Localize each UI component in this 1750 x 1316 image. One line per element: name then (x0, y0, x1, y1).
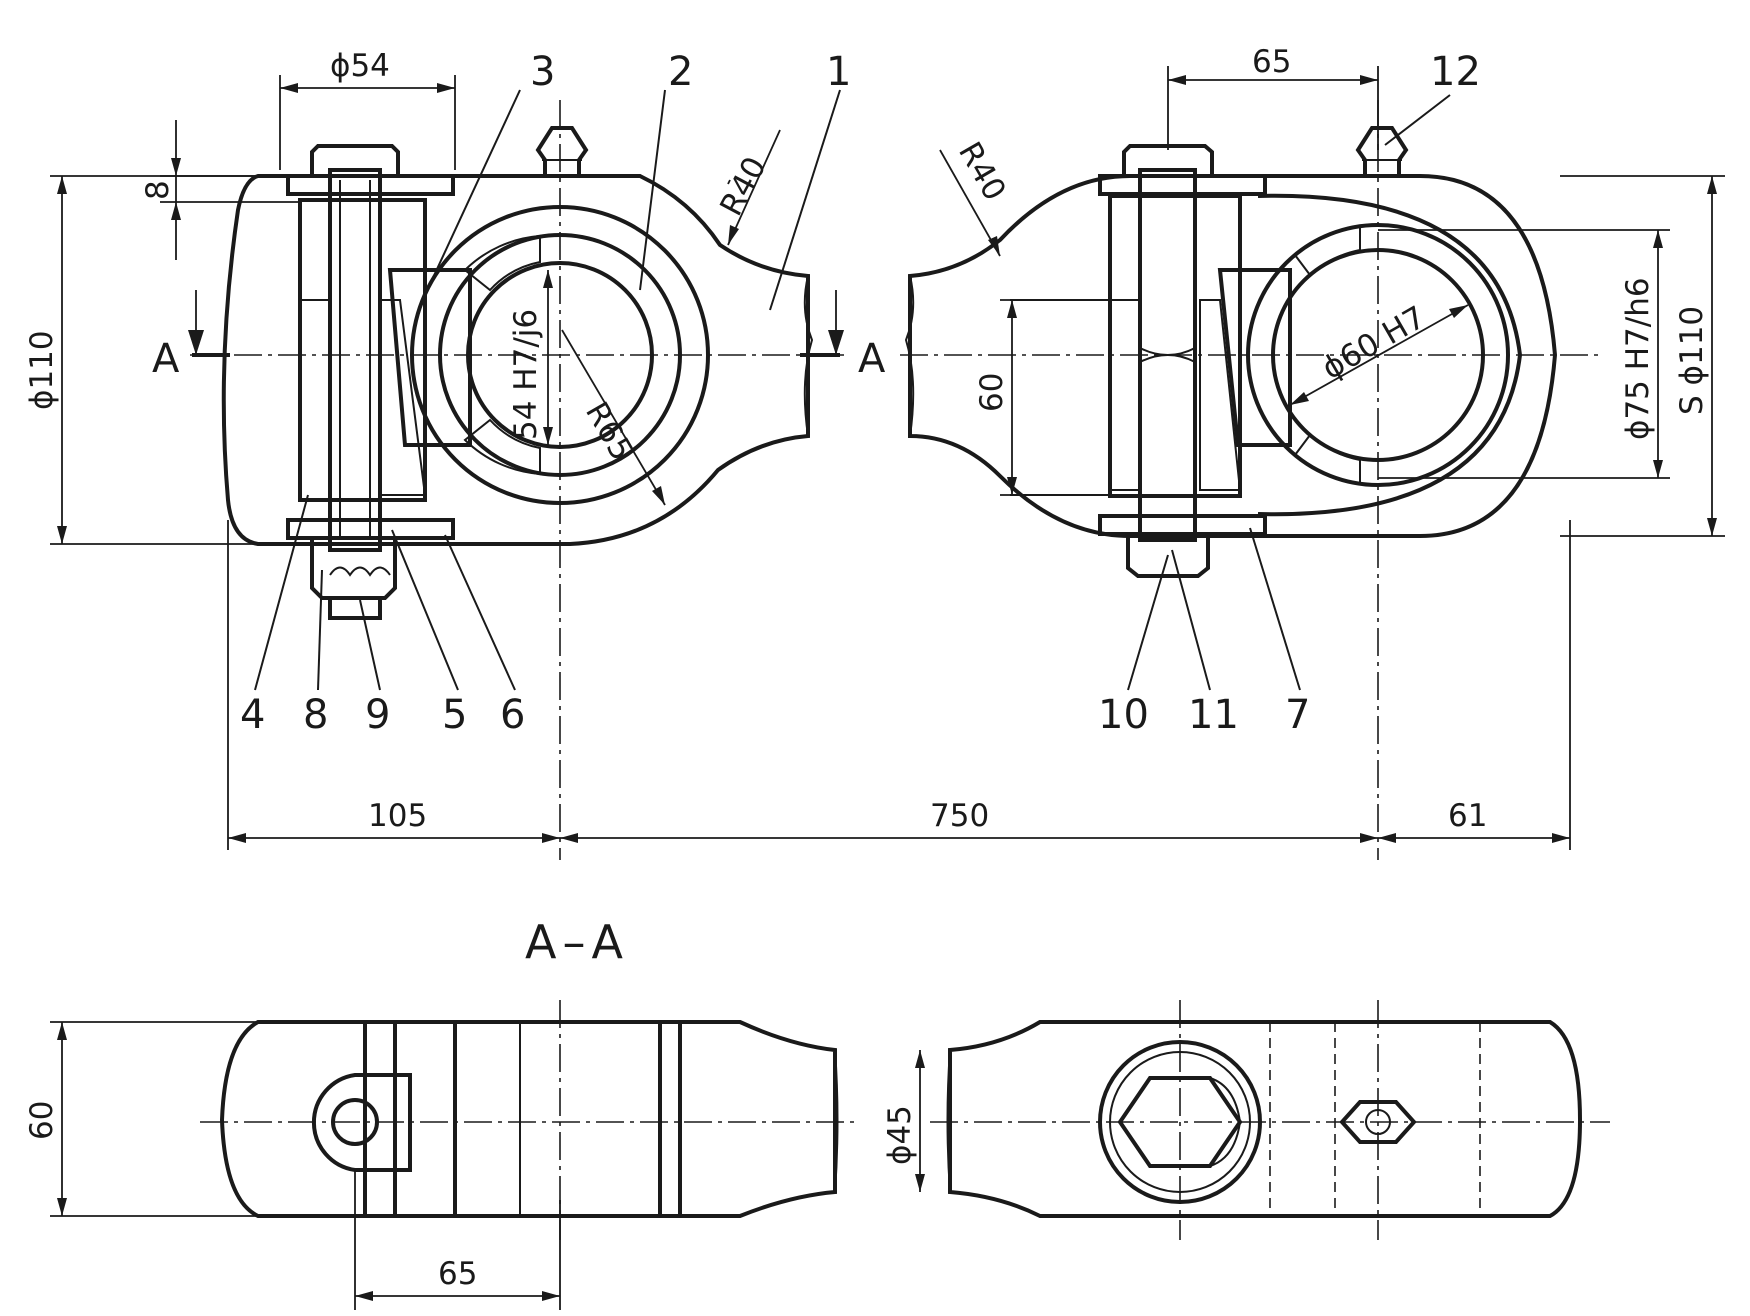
dim-text: R40 (713, 151, 773, 222)
part-number: 1 (826, 49, 851, 95)
dim-text: ϕ60 H7 (1316, 299, 1432, 387)
dim-text: ϕ110 (24, 330, 60, 410)
part-number: 4 (240, 692, 265, 738)
section-view-left (219, 1020, 839, 1218)
section-label: A (858, 336, 886, 382)
part-number: 6 (500, 692, 525, 738)
dim-text: 60 (974, 373, 1010, 412)
dimension-8: 8 (140, 120, 300, 260)
dim-text: 65 (1252, 44, 1291, 80)
section-mark-right: A (800, 290, 886, 382)
dimension-r40-left: R40 (713, 129, 781, 246)
dimension-65-section: 65 (354, 1170, 561, 1310)
dimension-phi54: ϕ54 (279, 48, 456, 170)
dimension-60-section: 60 (24, 1021, 260, 1217)
part-number: 2 (668, 49, 693, 95)
dim-text: S ϕ110 (1674, 306, 1710, 415)
section-mark-left: A (152, 290, 230, 382)
dim-text: ϕ54 (330, 48, 390, 84)
part-number: 7 (1285, 692, 1310, 738)
dimension-phi75: ϕ75 H7/h6 (1378, 229, 1670, 479)
part-number: 10 (1098, 692, 1149, 738)
part-number-leaders (254, 89, 1451, 691)
dimension-r65: R65 (561, 329, 666, 506)
dim-text: 60 (24, 1101, 60, 1140)
dim-text: 65 (438, 1256, 477, 1292)
part-number: 3 (530, 49, 555, 95)
part-number: 5 (442, 692, 467, 738)
part-number: 12 (1430, 49, 1481, 95)
dim-text: 105 (368, 798, 427, 834)
section-title: A–A (525, 915, 629, 969)
part-number: 8 (303, 692, 328, 738)
dimension-65-top: 65 (1167, 44, 1379, 150)
dim-text: R40 (951, 136, 1013, 207)
part-number: 9 (365, 692, 390, 738)
part-number: 11 (1188, 692, 1239, 738)
dim-text: 54 H7/j6 (508, 309, 544, 440)
dimension-phi45: ϕ45 (882, 1050, 925, 1192)
section-view-right (946, 1020, 1583, 1218)
dimension-fit54: 54 H7/j6 (508, 270, 553, 445)
right-rod-eye (904, 126, 1558, 578)
dim-text: R65 (578, 396, 640, 467)
section-label: A (152, 336, 180, 382)
dimension-phi60: ϕ60 H7 (1289, 299, 1469, 406)
dimension-105-750-61: 105 750 61 (227, 520, 1571, 850)
dim-text: 61 (1448, 798, 1487, 834)
dim-text: ϕ45 (882, 1105, 918, 1165)
dim-text: 750 (930, 798, 989, 834)
part-numbers: 1 2 3 4 5 6 7 8 9 10 11 12 (240, 49, 1481, 738)
dimension-phi110-left: ϕ110 (24, 175, 260, 545)
dim-text: 8 (140, 180, 176, 200)
dimension-60-right: 60 (974, 299, 1120, 496)
dimension-sphi110: S ϕ110 (1560, 175, 1725, 537)
dim-text: ϕ75 H7/h6 (1620, 277, 1656, 440)
